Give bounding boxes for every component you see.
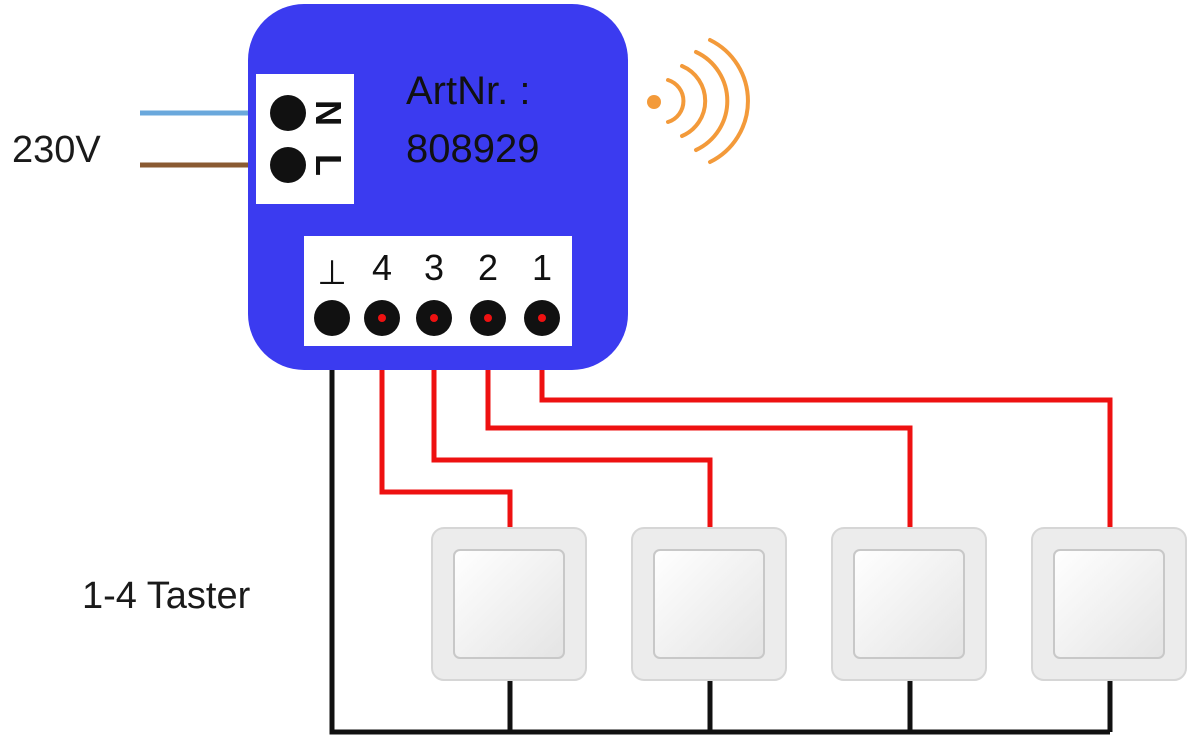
terminal-ground xyxy=(314,300,350,336)
actuator-module: N L ArtNr. : 808929 ⊥ 4 3 2 1 xyxy=(248,4,628,370)
signal-wire-2 xyxy=(485,318,913,530)
ground-wire-main xyxy=(329,318,1110,735)
terminal-4-entry xyxy=(378,314,386,322)
switches-label: 1-4 Taster xyxy=(82,575,251,617)
signal-wire-4 xyxy=(379,318,513,530)
push-button-1 xyxy=(431,527,587,681)
power-terminal-block xyxy=(256,74,354,204)
push-button-4 xyxy=(1031,527,1187,681)
ground-wire xyxy=(329,318,1113,735)
terminal-2-entry xyxy=(484,314,492,322)
signal-wire-1 xyxy=(539,318,1113,530)
terminal-l xyxy=(270,147,306,183)
terminal-ground-label: ⊥ xyxy=(317,254,347,292)
push-button-3 xyxy=(831,527,987,681)
voltage-label: 230V xyxy=(12,129,101,171)
terminal-n-label: N xyxy=(308,100,349,126)
terminal-n xyxy=(270,95,306,131)
terminal-1-entry xyxy=(538,314,546,322)
push-buttons xyxy=(431,527,1187,681)
signal-wire-3 xyxy=(431,318,713,530)
terminal-2-label: 2 xyxy=(478,247,498,288)
wireless-icon xyxy=(647,38,750,164)
art-label: ArtNr. : xyxy=(406,69,530,113)
terminal-3-entry xyxy=(430,314,438,322)
art-number: 808929 xyxy=(406,127,539,171)
terminal-1-label: 1 xyxy=(532,247,552,288)
terminal-4-label: 4 xyxy=(372,247,392,288)
terminal-l-label: L xyxy=(308,154,349,176)
push-button-2 xyxy=(631,527,787,681)
terminal-3-label: 3 xyxy=(424,247,444,288)
